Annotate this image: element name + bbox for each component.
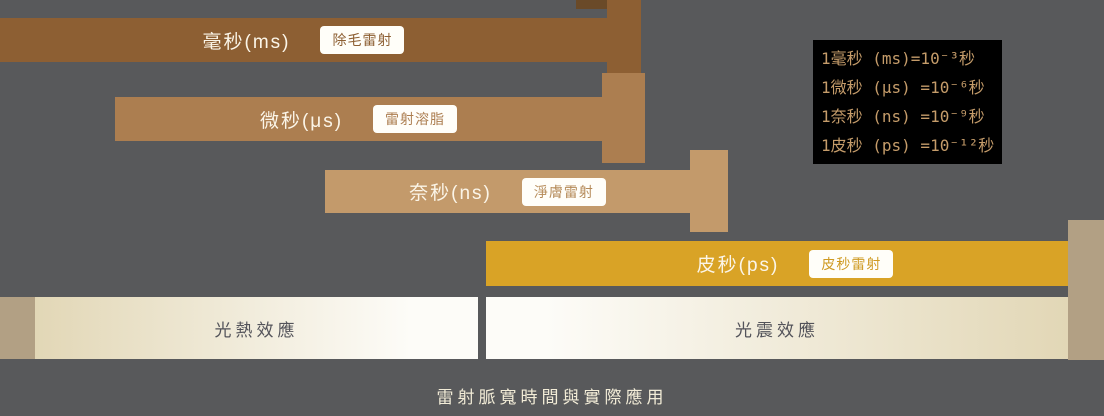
ps-badge: 皮秒雷射	[809, 249, 894, 278]
us-badge: 雷射溶脂	[373, 105, 458, 133]
ms-bar: 毫秒(ms) 除毛雷射	[0, 18, 607, 62]
ns-badge: 淨膚雷射	[521, 177, 606, 206]
left-edge-block	[0, 297, 35, 359]
chart-title: 雷射脈寬時間與實際應用	[436, 388, 668, 407]
effect-label-acoustic: 光震效應	[735, 320, 819, 340]
ns-arrowhead	[690, 150, 728, 232]
us-bar-label: 微秒(μs)	[259, 110, 344, 132]
effect-label-thermal: 光熱效應	[214, 320, 299, 340]
ns-bar: 奈秒(ns) 淨膚雷射	[325, 170, 690, 213]
info-line-ps: 1皮秒 (ps) =10⁻¹²秒	[821, 136, 995, 155]
effect-bar-thermal: 光熱效應	[35, 297, 478, 359]
top-arrow-remnant	[576, 0, 607, 9]
ms-badge: 除毛雷射	[320, 26, 405, 54]
unit-conversion-box: 1毫秒 (ms)=10⁻³秒 1微秒 (μs) =10⁻⁶秒 1奈秒 (ns) …	[813, 40, 1003, 164]
info-line-us: 1微秒 (μs) =10⁻⁶秒	[821, 78, 985, 97]
effect-bar-acoustic: 光震效應	[486, 297, 1068, 359]
right-edge-block	[1068, 220, 1104, 360]
us-arrowhead	[602, 73, 645, 163]
ms-bar-label: 毫秒(ms)	[202, 31, 291, 53]
us-bar: 微秒(μs) 雷射溶脂	[115, 97, 602, 141]
ps-bar: 皮秒(ps) 皮秒雷射	[486, 241, 1104, 286]
info-line-ns: 1奈秒 (ns) =10⁻⁹秒	[821, 107, 985, 126]
ns-bar-label: 奈秒(ns)	[409, 183, 492, 204]
ps-bar-label: 皮秒(ps)	[696, 255, 780, 276]
info-line-ms: 1毫秒 (ms)=10⁻³秒	[821, 49, 975, 68]
